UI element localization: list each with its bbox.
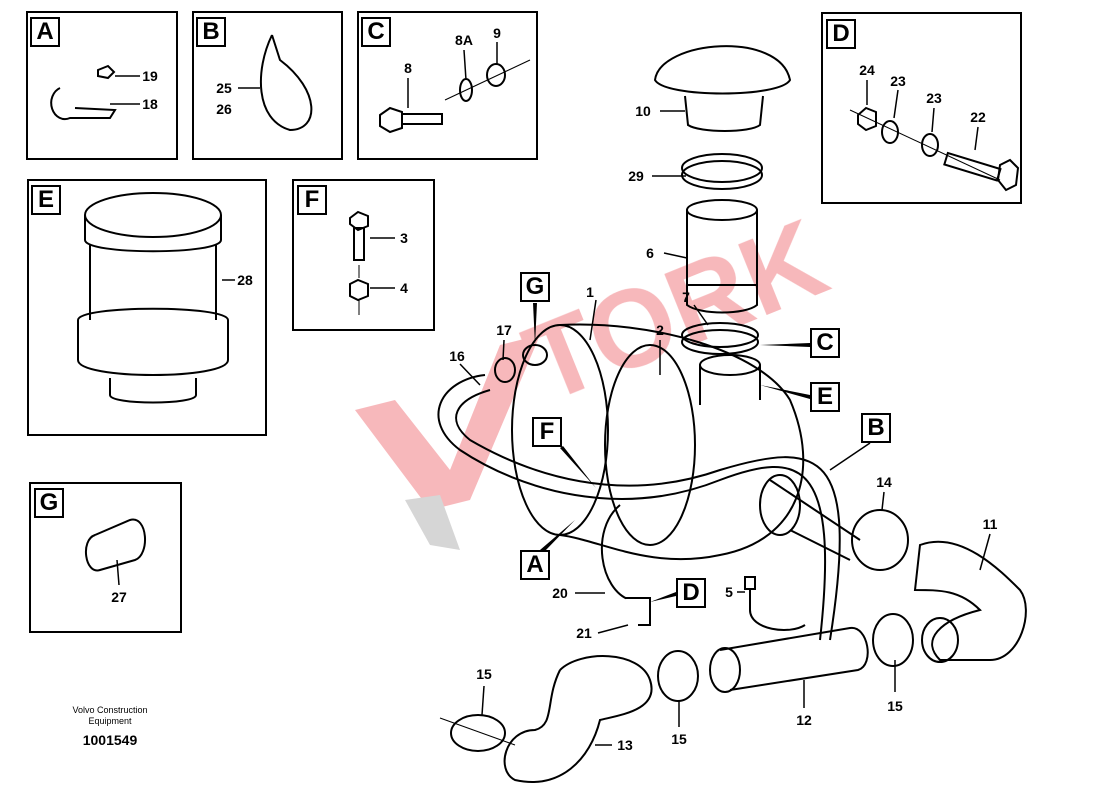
callout-11: 11 [982, 516, 998, 532]
part-label: 8A [455, 32, 473, 48]
callout-10: 10 [635, 103, 651, 119]
detail-letter-e: E [31, 185, 61, 215]
reference-c: C [810, 328, 840, 358]
part-label: 23 [890, 73, 906, 89]
callout-15: 15 [887, 698, 903, 714]
part-label: 23 [926, 90, 942, 106]
part-label: 4 [400, 280, 408, 296]
callout-16: 16 [449, 348, 465, 364]
callout-7: 7 [682, 289, 690, 305]
callout-2: 2 [656, 322, 664, 338]
detail-box-e [27, 179, 267, 436]
callout-13: 13 [617, 737, 633, 753]
reference-f: F [532, 417, 562, 447]
reference-d: D [676, 578, 706, 608]
part-label: 18 [142, 96, 158, 112]
detail-letter-c: C [361, 17, 391, 47]
part-label: 27 [111, 589, 127, 605]
reference-e: E [810, 382, 840, 412]
part-label: 25 [216, 80, 232, 96]
detail-box-a [26, 11, 178, 160]
detail-letter-a: A [30, 17, 60, 47]
detail-letter-b: B [196, 17, 226, 47]
callout-17: 17 [496, 322, 512, 338]
part-label: 19 [142, 68, 158, 84]
part-label: 28 [237, 272, 253, 288]
callout-5: 5 [725, 584, 733, 600]
callout-21: 21 [576, 625, 592, 641]
reference-g: G [520, 272, 550, 302]
part-label: 26 [216, 101, 232, 117]
detail-box-f [292, 179, 435, 331]
detail-letter-f: F [297, 185, 327, 215]
callout-20: 20 [552, 585, 568, 601]
detail-box-d [821, 12, 1022, 204]
callout-6: 6 [646, 245, 654, 261]
detail-letter-d: D [826, 19, 856, 49]
callout-12: 12 [796, 712, 812, 728]
detail-letter-g: G [34, 488, 64, 518]
detail-box-b [192, 11, 343, 160]
part-label: 22 [970, 109, 986, 125]
detail-box-c [357, 11, 538, 160]
part-label: 9 [493, 25, 501, 41]
detail-box-g [29, 482, 182, 633]
reference-a: A [520, 550, 550, 580]
callout-29: 29 [628, 168, 644, 184]
callout-15: 15 [476, 666, 492, 682]
callout-15: 15 [671, 731, 687, 747]
part-label: 24 [859, 62, 875, 78]
callout-1: 1 [586, 284, 594, 300]
illustration-number: 1001549 [82, 732, 138, 748]
part-label: 8 [404, 60, 412, 76]
manufacturer-credit: Volvo Construction Equipment [72, 705, 148, 726]
watermark-logo: TORK [355, 196, 842, 550]
callout-14: 14 [876, 474, 892, 490]
part-label: 3 [400, 230, 408, 246]
reference-b: B [861, 413, 891, 443]
